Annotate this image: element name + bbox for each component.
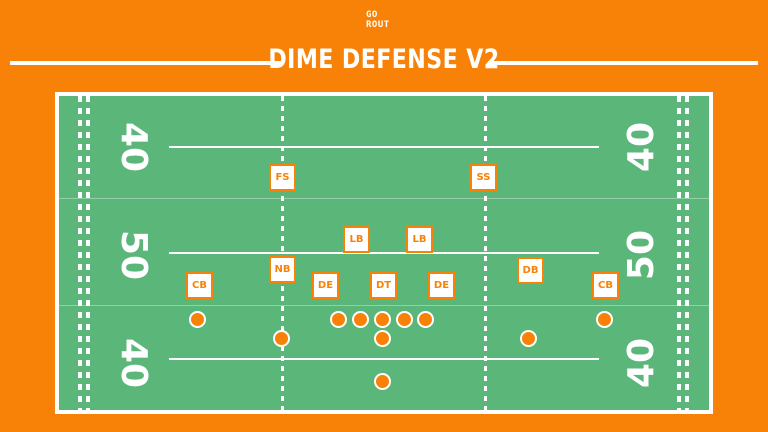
offense-lineman-2[interactable] <box>352 311 369 328</box>
title-rule-right <box>488 61 758 65</box>
offense-running-back[interactable] <box>374 373 391 390</box>
player-ss[interactable]: SS <box>470 164 497 191</box>
yard-number-top-right: 40 <box>621 121 662 173</box>
yard-line-40-top <box>169 146 599 148</box>
offense-slot-left[interactable] <box>273 330 290 347</box>
left-hash-marks <box>281 96 284 410</box>
yard-number-top-left: 40 <box>113 121 154 173</box>
logo-line-1: GO <box>366 10 378 20</box>
logo-line-2: ROUT <box>366 20 390 30</box>
left-sideline-hash-2 <box>86 96 90 410</box>
yard-line-50 <box>169 252 599 254</box>
right-hash-marks <box>484 96 487 410</box>
offense-wr-left[interactable] <box>189 311 206 328</box>
player-lb-left[interactable]: LB <box>343 226 370 253</box>
player-nb[interactable]: NB <box>269 256 296 283</box>
yard-number-bottom-right: 40 <box>621 337 662 389</box>
player-fs[interactable]: FS <box>269 164 296 191</box>
yard-line-40-bottom <box>169 358 599 360</box>
yard-number-middle-left: 50 <box>113 229 154 281</box>
player-dt[interactable]: DT <box>370 272 397 299</box>
yard-line-45-bottom <box>59 305 709 306</box>
player-lb-right[interactable]: LB <box>406 226 433 253</box>
left-sideline-hash <box>78 96 82 410</box>
offense-wr-right[interactable] <box>596 311 613 328</box>
goroute-logo: GO ROUT <box>366 10 412 32</box>
right-sideline-hash <box>677 96 681 410</box>
right-sideline-hash-2 <box>685 96 689 410</box>
offense-lineman-1[interactable] <box>330 311 347 328</box>
player-de-right[interactable]: DE <box>428 272 455 299</box>
offense-quarterback[interactable] <box>374 330 391 347</box>
field-turf: 40 50 40 40 50 40 FS SS LB LB CB NB DE D… <box>59 96 709 410</box>
yard-line-45-top <box>59 198 709 199</box>
player-de-left[interactable]: DE <box>312 272 339 299</box>
offense-center[interactable] <box>374 311 391 328</box>
player-cb-right[interactable]: CB <box>592 272 619 299</box>
player-db[interactable]: DB <box>517 257 544 284</box>
yard-number-bottom-left: 40 <box>113 337 154 389</box>
yard-number-middle-right: 50 <box>621 229 662 281</box>
offense-lineman-5[interactable] <box>417 311 434 328</box>
offense-lineman-4[interactable] <box>396 311 413 328</box>
football-field: 40 50 40 40 50 40 FS SS LB LB CB NB DE D… <box>55 92 713 414</box>
offense-slot-right[interactable] <box>520 330 537 347</box>
player-cb-left[interactable]: CB <box>186 272 213 299</box>
title-rule-left <box>10 61 282 65</box>
play-title: DIME DEFENSE V2 <box>268 44 500 75</box>
